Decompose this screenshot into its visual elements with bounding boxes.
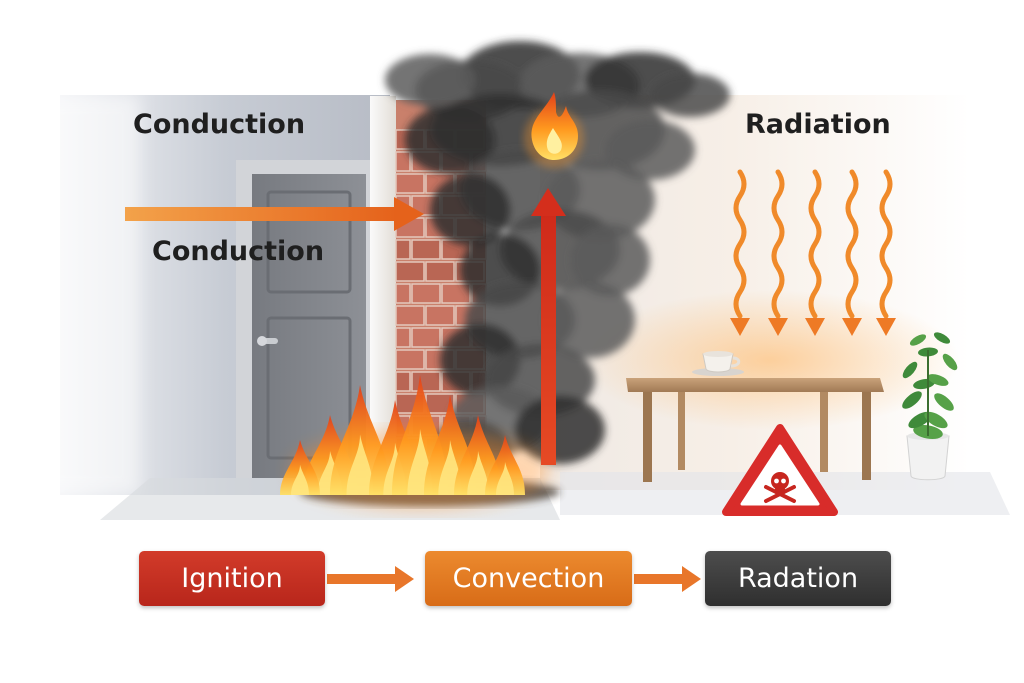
flow-arrow-2 bbox=[634, 566, 701, 592]
convection-step: Convection bbox=[425, 551, 632, 606]
radiation-step: Radation bbox=[705, 551, 891, 606]
potted-plant-icon bbox=[902, 332, 958, 481]
smoke-plume-icon bbox=[385, 41, 730, 480]
toxic-warning-sign-icon bbox=[722, 424, 838, 516]
table-icon bbox=[626, 378, 884, 482]
conduction-label-top: Conduction bbox=[133, 109, 306, 140]
conduction-label-middle: Conduction bbox=[152, 236, 325, 267]
radiation-waves bbox=[730, 169, 896, 336]
convection-arrow bbox=[531, 188, 566, 465]
coffee-cup-icon bbox=[692, 351, 744, 376]
ignition-step: Ignition bbox=[139, 551, 325, 606]
conduction-arrow bbox=[125, 197, 424, 231]
flow-arrow-1 bbox=[327, 566, 414, 592]
flame-icon bbox=[280, 375, 550, 510]
radiation-label-top: Radiation bbox=[745, 109, 891, 140]
top-flame-icon bbox=[524, 92, 584, 168]
